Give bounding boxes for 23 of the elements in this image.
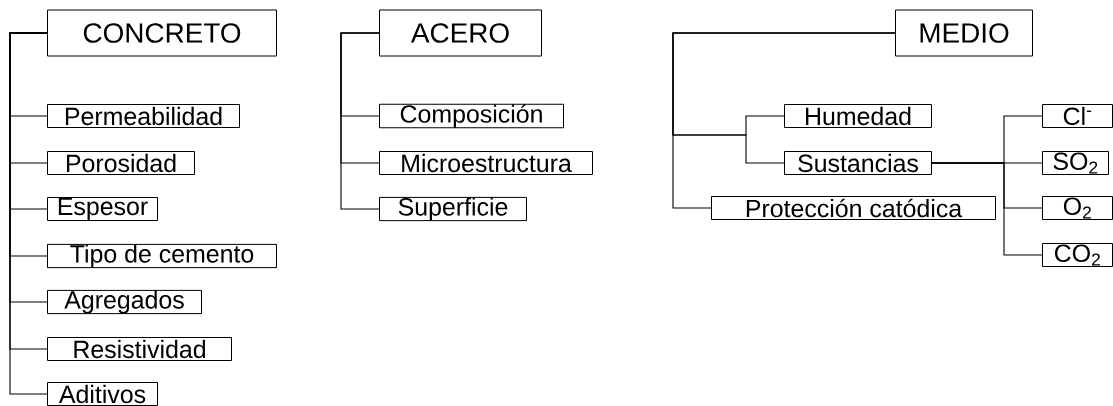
heading-box: CONCRETO bbox=[47, 9, 277, 57]
factor-box: Composición bbox=[379, 103, 564, 129]
factor-box: Sustancias bbox=[784, 151, 932, 175]
factor-box: Superficie bbox=[379, 196, 527, 222]
factor-box: SO$_{2}$ bbox=[1042, 151, 1109, 175]
factor-box: Aditivos bbox=[47, 382, 158, 406]
connector-line bbox=[672, 32, 896, 209]
factor-box: Resistividad bbox=[47, 337, 232, 361]
heading-box: MEDIO bbox=[895, 9, 1033, 57]
factor-box: Espesor bbox=[47, 197, 158, 221]
factor-box: Porosidad bbox=[47, 151, 195, 175]
factor-box: O$_{2}$ bbox=[1042, 196, 1113, 220]
factor-box: Permeabilidad bbox=[47, 104, 240, 128]
factor-box: Protección catódica bbox=[711, 196, 996, 220]
factor-box: CO$_{2}$ bbox=[1042, 243, 1113, 267]
factor-box: Cl$^{-}$ bbox=[1042, 104, 1113, 128]
factor-box: Agregados bbox=[47, 289, 202, 315]
heading-box: ACERO bbox=[379, 9, 542, 57]
factor-box: Tipo de cemento bbox=[47, 243, 277, 269]
connector-line bbox=[340, 32, 380, 210]
factor-box: Humedad bbox=[784, 104, 932, 128]
factor-box: Microestructura bbox=[379, 151, 593, 175]
connector-line bbox=[931, 162, 1043, 256]
